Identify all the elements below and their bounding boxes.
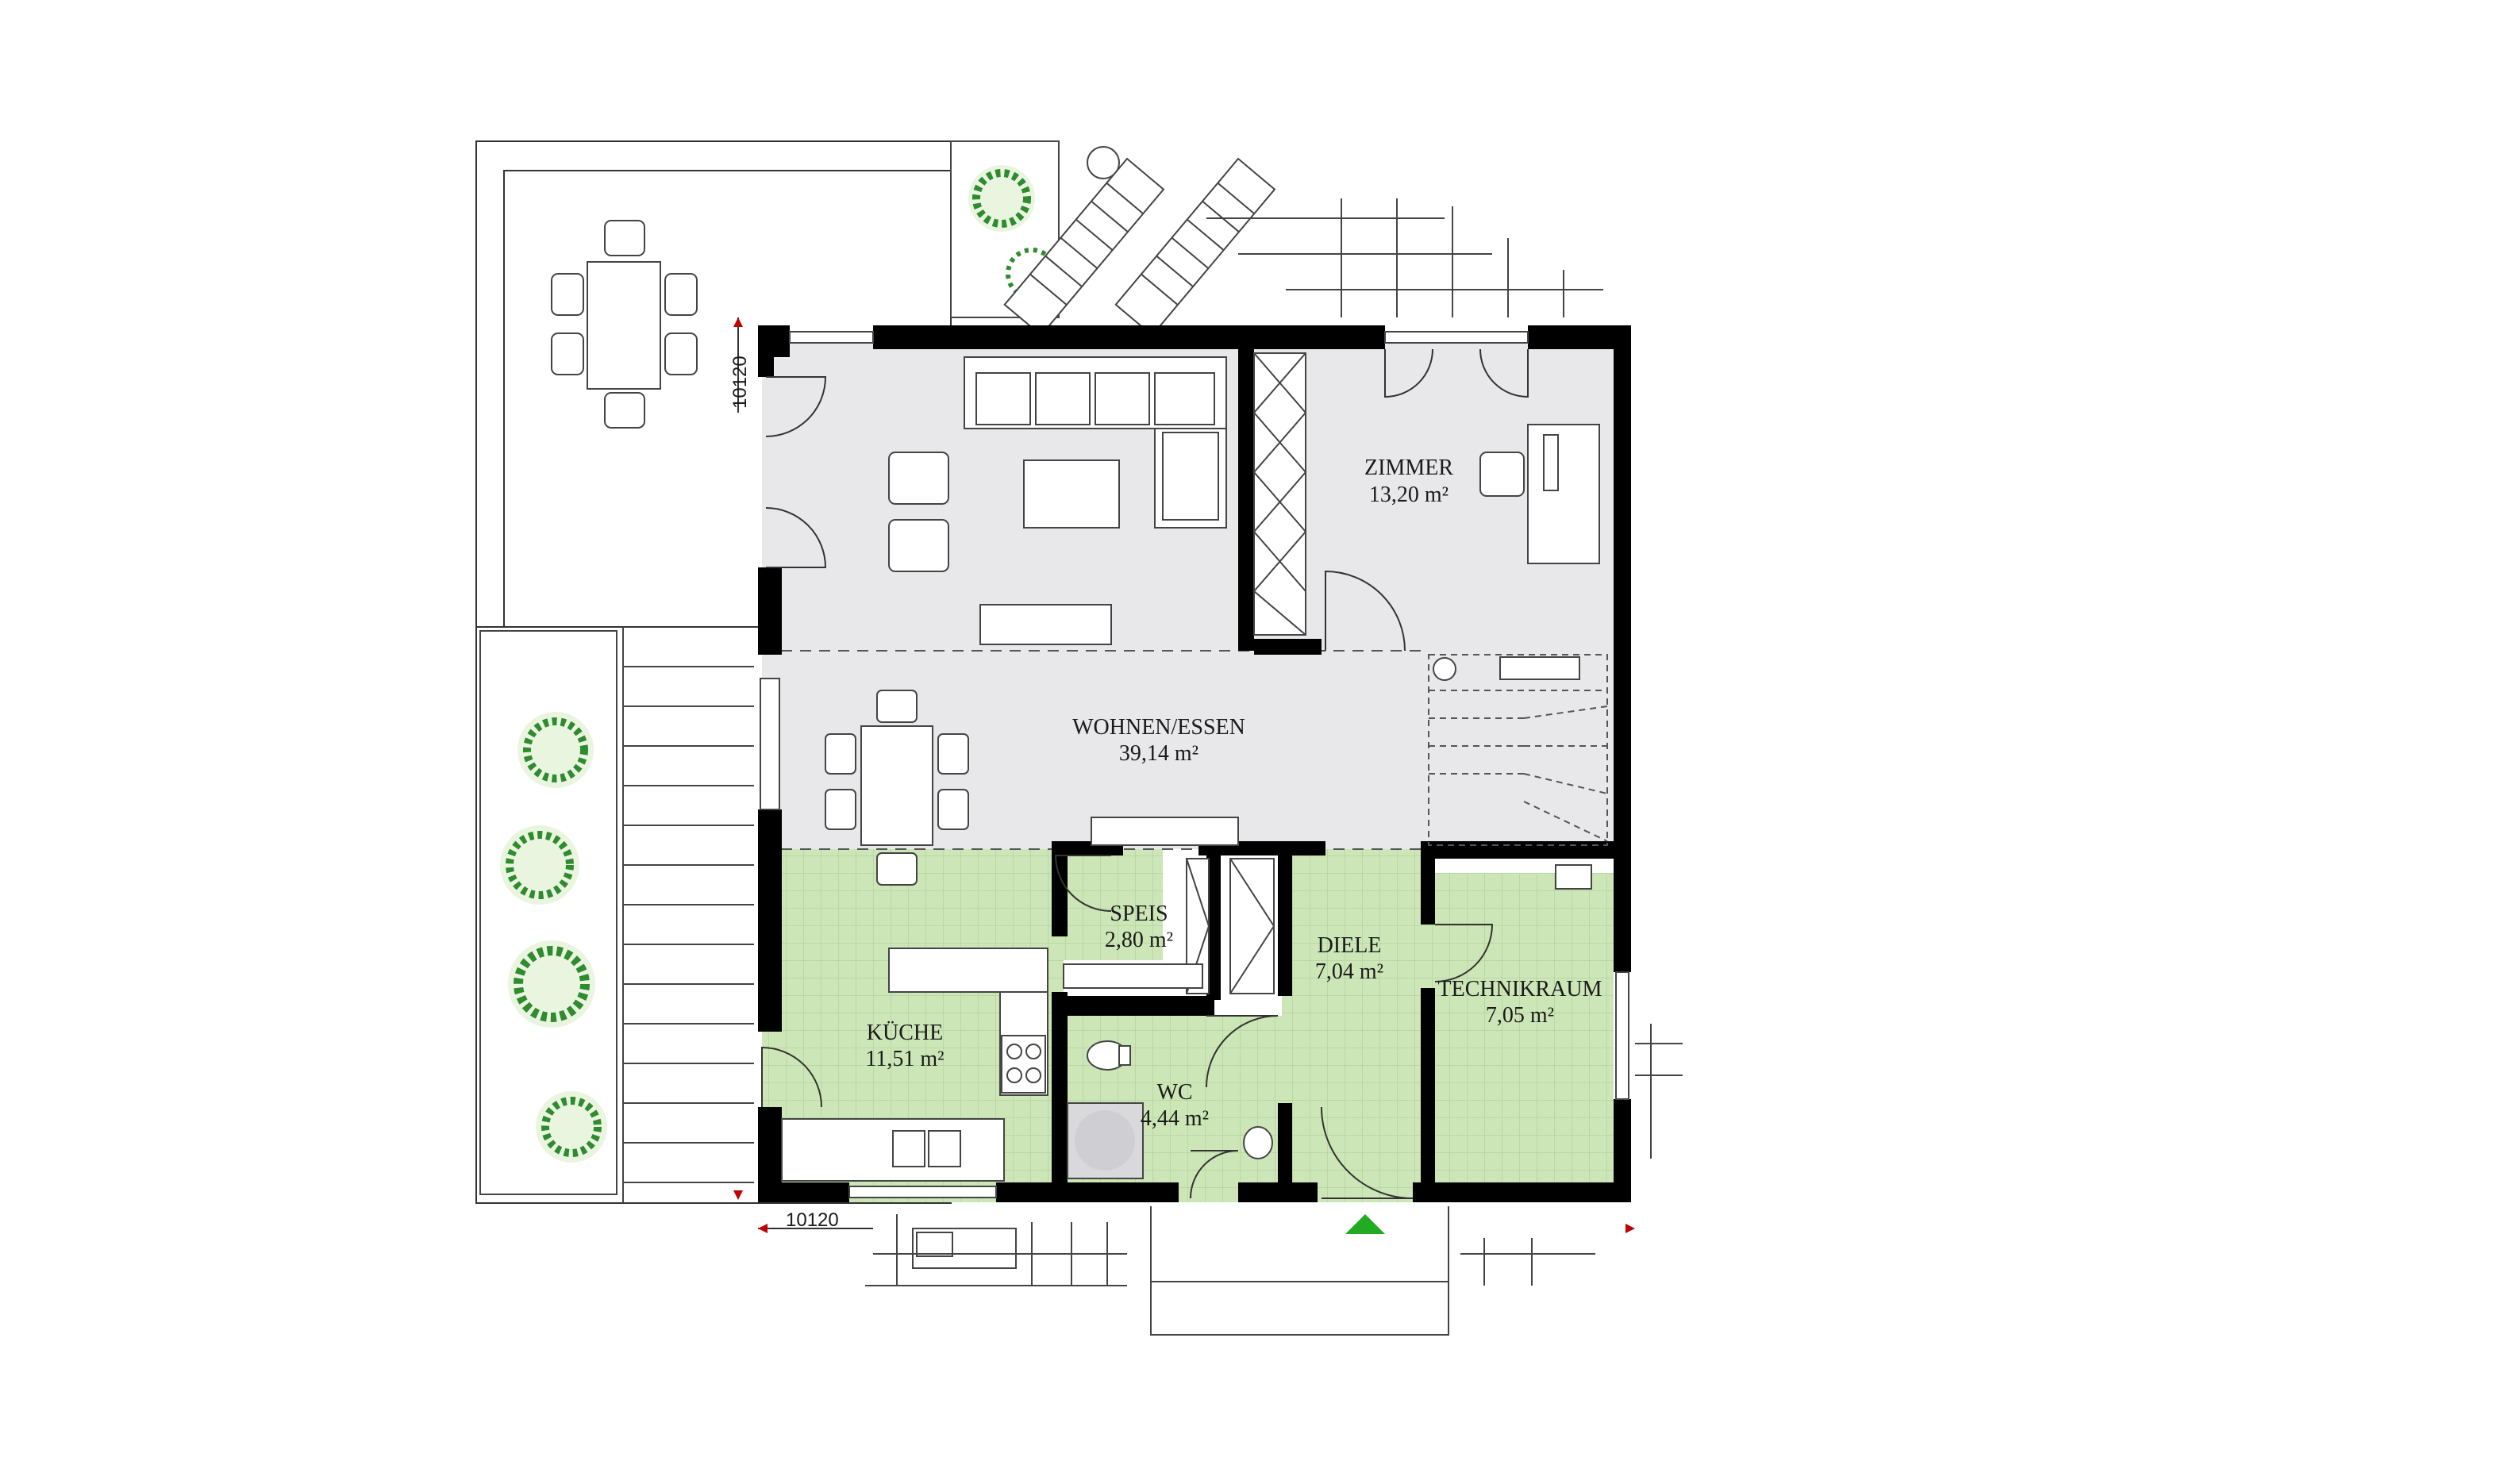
dimension-vertical: 10120 (729, 317, 751, 1200)
svg-text:4,44 m²: 4,44 m² (1141, 1106, 1209, 1131)
terrace-outline (475, 140, 952, 1204)
sun-lounger-icon (1003, 146, 1276, 336)
dining-table-icon (551, 220, 698, 429)
plant-icon (500, 712, 607, 1163)
shower-icon (1067, 1102, 1144, 1179)
svg-text:11,51 m²: 11,51 m² (865, 1047, 944, 1071)
svg-text:7,05 m²: 7,05 m² (1486, 1003, 1554, 1028)
room-label-technik: TECHNIKRAUM 7,05 m² (1438, 977, 1602, 1028)
svg-text:KÜCHE: KÜCHE (867, 1021, 943, 1045)
staircase-icon (1428, 654, 1608, 846)
sideboard (1091, 817, 1239, 846)
svg-text:DIELE: DIELE (1318, 933, 1382, 958)
room-label-wohnen: WOHNEN/ESSEN 39,14 m² (1072, 715, 1245, 766)
tv-board (979, 604, 1112, 645)
outdoor-grid-lines (1206, 198, 1603, 317)
svg-text:WC: WC (1156, 1080, 1192, 1105)
door-swing-icon (761, 348, 1529, 1199)
pantry-shelf (1063, 858, 1275, 994)
svg-text:TECHNIKRAUM: TECHNIKRAUM (1438, 977, 1602, 1002)
svg-text:SPEIS: SPEIS (1110, 902, 1168, 926)
dimension-arrow-icon (733, 317, 743, 327)
room-label-zimmer: ZIMMER 13,20 m² (1364, 456, 1453, 507)
svg-text:10120: 10120 (729, 356, 751, 409)
stair-shelf (1499, 656, 1580, 680)
entrance-steps (1150, 1206, 1449, 1336)
room-label-kueche: KÜCHE 11,51 m² (865, 1021, 944, 1071)
svg-text:13,20 m²: 13,20 m² (1369, 482, 1449, 507)
dimension-arrow-icon (758, 1224, 768, 1233)
stair-post (1433, 657, 1456, 681)
toilet-icon (1087, 1040, 1131, 1071)
svg-text:10120: 10120 (786, 1209, 839, 1231)
walls (758, 325, 1631, 1202)
dimension-horizontal: 10120 (758, 1209, 1635, 1233)
room-label-wc: WC 4,44 m² (1141, 1080, 1209, 1131)
outdoor-grid-lines-bottom (865, 1024, 1683, 1286)
svg-text:ZIMMER: ZIMMER (1364, 456, 1453, 480)
entrance-arrow-icon[interactable] (1345, 1214, 1385, 1234)
armchair-icon (888, 452, 949, 572)
sink-icon (892, 1130, 961, 1167)
stove-icon (1001, 1035, 1046, 1094)
desk-icon (1479, 424, 1600, 564)
coffee-table (1023, 459, 1120, 529)
sofa-icon (964, 356, 1227, 529)
svg-text:WOHNEN/ESSEN: WOHNEN/ESSEN (1072, 715, 1245, 740)
shelf (1252, 352, 1307, 636)
boiler-unit (1555, 864, 1592, 890)
svg-text:39,14 m²: 39,14 m² (1119, 741, 1198, 766)
dimension-arrow-icon (733, 1190, 743, 1200)
room-label-diele: DIELE 7,04 m² (1315, 933, 1383, 984)
dimension-arrow-icon (1625, 1224, 1635, 1233)
bench (912, 1228, 1017, 1269)
dining-table-icon (825, 690, 969, 886)
wash-basin (1243, 1126, 1273, 1159)
svg-text:2,80 m²: 2,80 m² (1105, 928, 1173, 952)
planter-left (479, 630, 617, 1195)
svg-text:7,04 m²: 7,04 m² (1315, 959, 1383, 984)
room-label-speis: SPEIS 2,80 m² (1105, 902, 1173, 952)
windows (760, 331, 1629, 1198)
